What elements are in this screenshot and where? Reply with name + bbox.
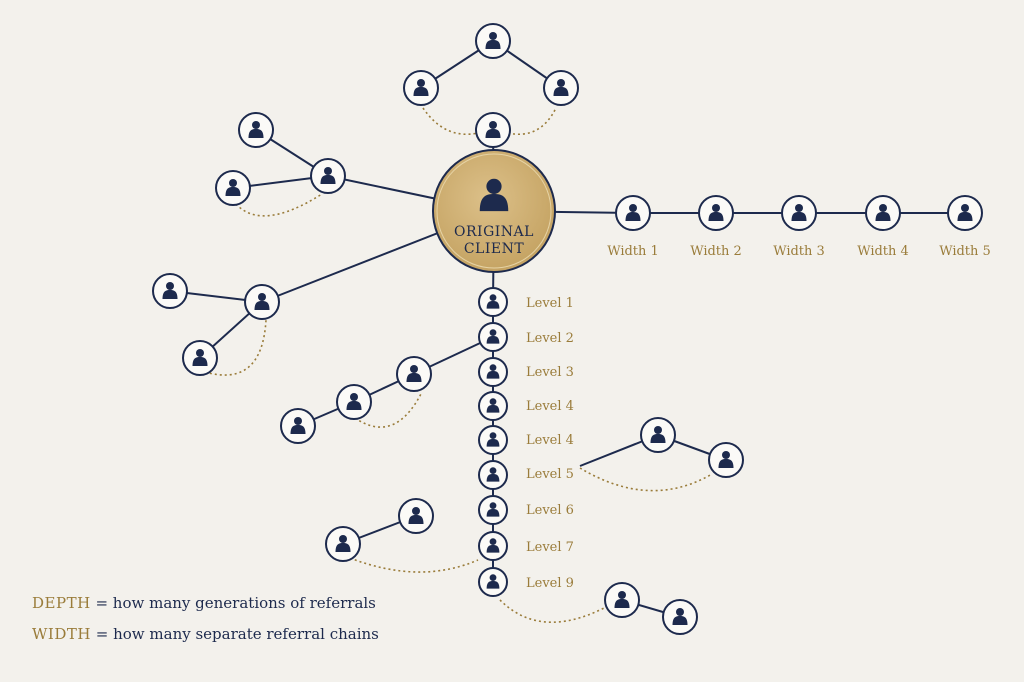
client-node (478, 357, 508, 387)
level-label: Level 3 (526, 365, 574, 380)
client-node (182, 340, 218, 376)
client-node (336, 384, 372, 420)
dotted-link (507, 107, 557, 135)
client-node (475, 112, 511, 148)
client-node (781, 195, 817, 231)
client-node (478, 287, 508, 317)
client-node (280, 408, 316, 444)
client-node (708, 442, 744, 478)
level-label: Level 1 (526, 296, 574, 311)
width-label: Width 1 (607, 244, 659, 259)
legend-term: WIDTH (32, 625, 91, 643)
legend-equals: = (95, 594, 109, 612)
level-label: Level 4 (526, 433, 574, 448)
dotted-link (422, 107, 479, 135)
client-node (478, 391, 508, 421)
legend-equals: = (95, 625, 109, 643)
client-node (478, 531, 508, 561)
width-labels: Width 1 Width 2 Width 3 Width 4 Width 5 (607, 244, 991, 259)
dotted-link (499, 599, 605, 624)
client-node (238, 112, 274, 148)
client-node (543, 70, 579, 106)
legend-width: WIDTH = how many separate referral chain… (32, 625, 379, 643)
connections (169, 40, 965, 618)
client-node (478, 425, 508, 455)
width-label: Width 4 (857, 244, 909, 259)
client-node (152, 273, 188, 309)
original-client-node: ORIGINAL CLIENT (432, 149, 556, 273)
client-node (403, 70, 439, 106)
level-label: Level 4 (526, 399, 574, 414)
level-label: Level 7 (526, 540, 574, 555)
client-node (244, 284, 280, 320)
center-label-line2: CLIENT (464, 241, 525, 257)
client-node (310, 158, 346, 194)
legend-term: DEPTH (32, 594, 91, 612)
center-label-line1: ORIGINAL (454, 224, 534, 240)
dotted-link (579, 467, 713, 492)
client-node (478, 495, 508, 525)
client-node (640, 417, 676, 453)
level-label: Level 2 (526, 331, 574, 346)
level-labels: Level 1 Level 2 Level 3 Level 4 Level 4 … (526, 296, 574, 591)
client-node (604, 582, 640, 618)
client-node (698, 195, 734, 231)
client-node (478, 322, 508, 352)
dotted-links (204, 107, 713, 624)
client-node (865, 195, 901, 231)
width-label: Width 2 (690, 244, 742, 259)
client-node (475, 23, 511, 59)
legend-definition: how many generations of referrals (112, 594, 376, 612)
level-label: Level 5 (526, 467, 574, 482)
client-node (396, 356, 432, 392)
client-node (662, 599, 698, 635)
client-node (947, 195, 983, 231)
level-label: Level 6 (526, 503, 574, 518)
client-node (478, 567, 508, 597)
client-node (325, 526, 361, 562)
dotted-link (204, 319, 267, 376)
legend-definition: how many separate referral chains (113, 625, 379, 643)
client-node (478, 460, 508, 490)
legend-depth: DEPTH = how many generations of referral… (32, 594, 376, 612)
client-node (215, 170, 251, 206)
dotted-link (235, 193, 323, 217)
level-label: Level 9 (526, 576, 574, 591)
client-node (398, 498, 434, 534)
client-node (615, 195, 651, 231)
width-label: Width 5 (939, 244, 991, 259)
dotted-link (349, 557, 479, 573)
width-label: Width 3 (773, 244, 825, 259)
nodes (152, 23, 983, 635)
